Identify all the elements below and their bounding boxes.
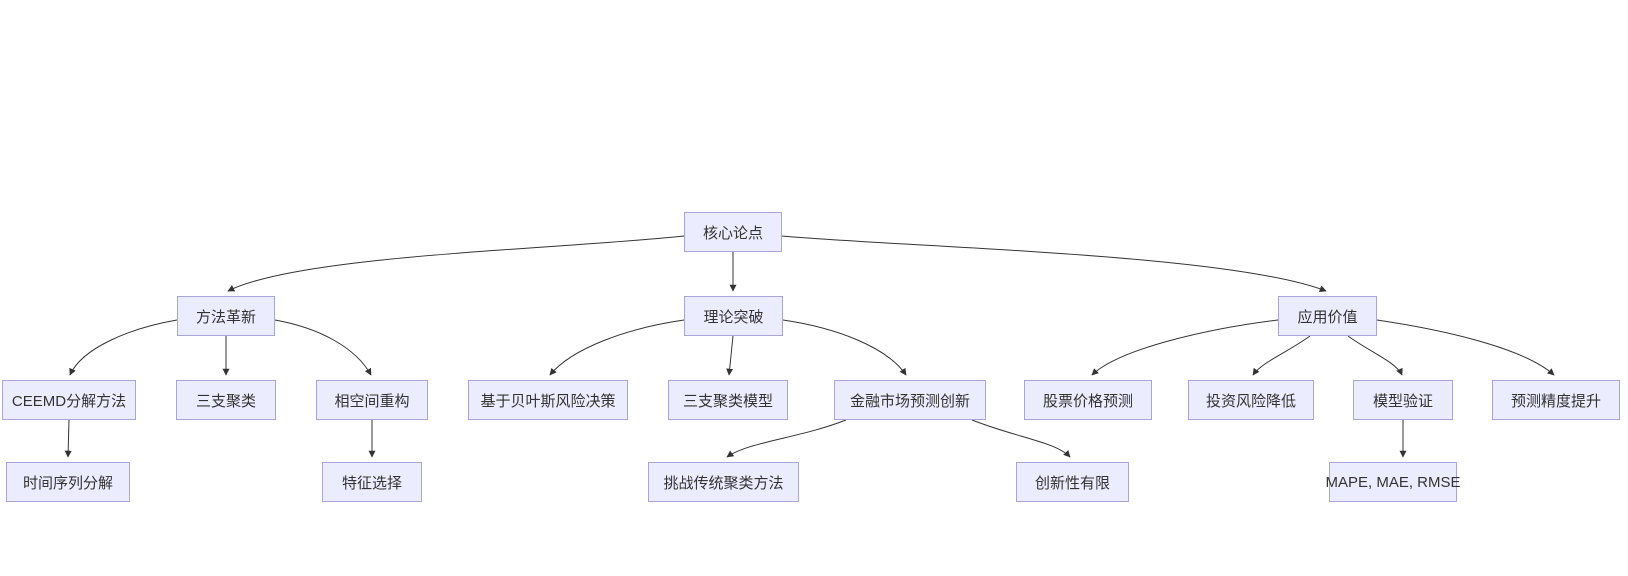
node-phase-space-reconstruction: 相空间重构 [316,380,428,420]
edge-ceemd-tsdecomp [64,419,72,458]
node-challenge-traditional-clustering: 挑战传统聚类方法 [648,462,799,502]
node-method-innovation: 方法革新 [177,296,275,336]
edge-method-ceemd [69,319,178,376]
node-three-way-cluster-model: 三支聚类模型 [668,380,788,420]
edge-application-risk [1252,335,1311,376]
node-theory-breakthrough: 理论突破 [684,296,783,336]
node-stock-price-prediction: 股票价格预测 [1024,380,1152,420]
edge-method-phase [274,319,372,376]
edge-root-method [227,235,685,292]
edge-theory-twcmodel [726,335,734,376]
edge-application-validation [1347,335,1403,376]
node-error-metrics: MAPE, MAE, RMSE [1325,462,1461,502]
edge-theory-fininnov [782,319,907,376]
node-prediction-accuracy-improvement: 预测精度提升 [1492,380,1620,420]
node-financial-forecast-innovation: 金融市场预测创新 [834,380,986,420]
edge-fininnov-limited [971,419,1071,458]
node-core-thesis: 核心论点 [684,212,782,252]
edge-theory-bayes [549,319,685,376]
edge-application-stock [1091,319,1279,376]
edge-fininnov-challenge [726,419,847,458]
edge-application-accuracy [1376,319,1555,376]
node-ceemd-decomposition: CEEMD分解方法 [2,380,136,420]
node-application-value: 应用价值 [1278,296,1377,336]
node-feature-selection: 特征选择 [322,462,422,502]
node-bayesian-risk-decision: 基于贝叶斯风险决策 [468,380,628,420]
node-model-validation: 模型验证 [1353,380,1453,420]
node-time-series-decomposition: 时间序列分解 [6,462,130,502]
edge-root-application [781,235,1327,293]
node-three-way-clustering: 三支聚类 [176,380,276,420]
node-limited-innovation: 创新性有限 [1016,462,1129,502]
node-investment-risk-reduction: 投资风险降低 [1188,380,1314,420]
